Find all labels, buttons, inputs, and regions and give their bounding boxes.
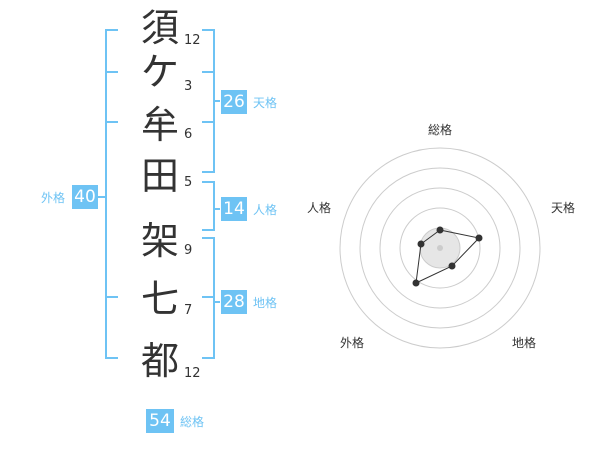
radar-point-jinkaku xyxy=(417,240,425,248)
name-char-1: 須 xyxy=(140,6,179,50)
stroke-count-3: 6 xyxy=(184,127,193,142)
outer-bracket xyxy=(105,29,118,359)
radar-point-soukaku xyxy=(436,226,444,234)
stroke-count-7: 12 xyxy=(184,366,201,381)
gaikaku-label: 外格 xyxy=(41,191,66,205)
stroke-count-6: 7 xyxy=(184,303,193,318)
tenkaku-bracket xyxy=(202,29,215,173)
soukaku-value: 54 xyxy=(146,409,174,433)
name-char-7: 都 xyxy=(140,339,179,383)
gaikaku-value: 40 xyxy=(72,185,98,209)
soukaku-label: 総格 xyxy=(180,415,205,429)
name-char-6: 七 xyxy=(140,277,179,321)
tenkaku-value: 26 xyxy=(221,90,247,114)
radar-label-tenkaku: 天格 xyxy=(550,201,575,215)
chikaku-label: 地格 xyxy=(253,296,278,310)
name-char-5: 架 xyxy=(140,219,179,263)
radar-chart xyxy=(339,147,541,349)
radar-point-chikaku xyxy=(448,262,456,270)
radar-label-gaikaku: 外格 xyxy=(339,336,364,350)
radar-label-jinkaku: 人格 xyxy=(306,201,331,215)
jinkaku-bracket xyxy=(202,181,215,231)
jinkaku-label: 人格 xyxy=(253,203,278,217)
radar-label-soukaku: 総格 xyxy=(427,123,452,137)
stroke-count-2: 3 xyxy=(184,79,193,94)
radar-point-gaikaku xyxy=(412,279,420,287)
tenkaku-label: 天格 xyxy=(253,96,278,110)
radar-label-chikaku: 地格 xyxy=(511,336,536,350)
radar-shape xyxy=(415,229,480,284)
chikaku-value: 28 xyxy=(221,290,247,314)
stroke-count-4: 5 xyxy=(184,175,193,190)
name-char-3: 牟 xyxy=(140,103,179,147)
jinkaku-value: 14 xyxy=(221,197,247,221)
name-char-4: 田 xyxy=(140,154,179,198)
stroke-count-5: 9 xyxy=(184,243,193,258)
name-char-2: ケ xyxy=(140,50,179,94)
radar-point-tenkaku xyxy=(475,234,483,242)
stroke-count-1: 12 xyxy=(184,33,201,48)
